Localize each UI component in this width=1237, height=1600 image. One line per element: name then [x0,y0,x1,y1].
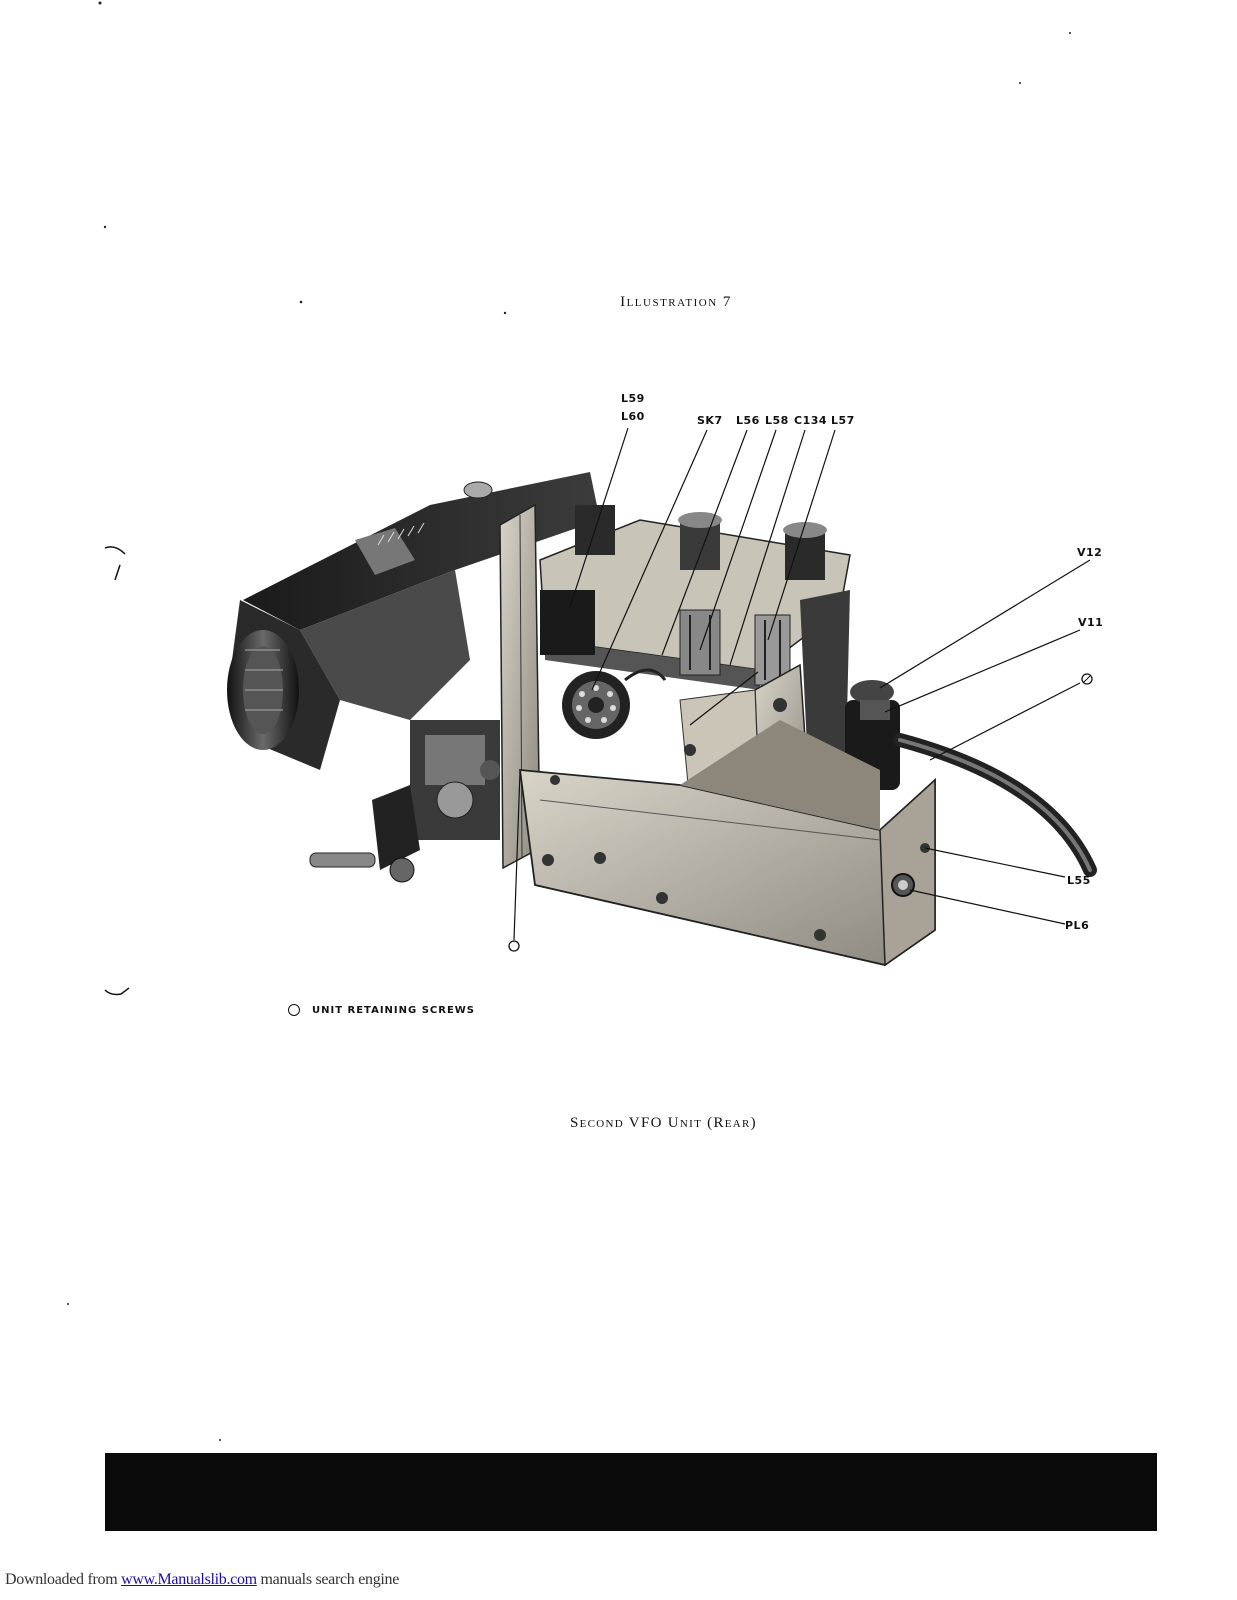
valve-socket [562,668,667,739]
callout-l59: L59 [621,392,645,405]
base-box [518,720,936,967]
illustration-title: Illustration 7 [620,294,732,310]
tuning-arm [227,472,600,770]
callout-l55: L55 [1067,874,1091,887]
drive-mechanism [309,720,500,883]
screw-marker-hatched [1081,673,1093,685]
screw-marker-circle [508,940,520,952]
legend-text: UNIT RETAINING SCREWS [312,1004,476,1016]
legend: UNIT RETAINING SCREWS [288,1004,475,1016]
callout-c134: C134 [794,414,828,427]
figure-caption: Second VFO Unit (Rear) [570,1115,757,1131]
download-footer: Downloaded from www.Manualslib.com manua… [5,1571,399,1589]
footer-suffix: manuals search engine [256,1571,400,1588]
manualslib-link[interactable]: www.Manualslib.com [121,1571,257,1588]
scan-marks [104,546,130,996]
callout-sk7: SK7 [697,414,723,427]
scan-specks [67,1,1071,1441]
callout-l60: L60 [621,410,645,423]
callout-l58: L58 [765,414,789,427]
legend-circle-icon [288,1004,300,1016]
callout-l57: L57 [831,414,855,427]
callout-pl6: PL6 [1065,919,1090,932]
callout-v11: V11 [1078,616,1104,629]
callout-leaders [513,427,1091,941]
footer-prefix: Downloaded from [5,1571,122,1588]
scanned-edge-band [105,1453,1157,1531]
callout-l56: L56 [736,414,760,427]
callout-v12: V12 [1077,546,1103,559]
